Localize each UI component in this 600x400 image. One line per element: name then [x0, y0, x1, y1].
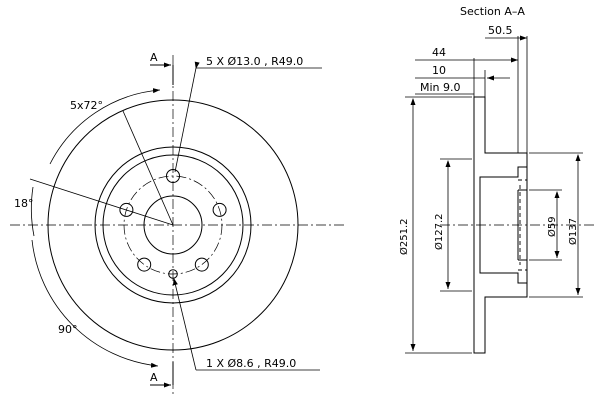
dim-44-label: 44: [432, 46, 446, 59]
disc-outer-edge: [47, 99, 299, 351]
section-mark-bottom: A: [150, 371, 158, 384]
dim-10-label: 10: [432, 64, 446, 77]
angle-5x72-arc: [49, 88, 161, 165]
bolt-holes: [119, 169, 227, 272]
front-view: A A 5 X Ø13.0 , R49.0 1 X Ø8.6 , R49.0 5…: [10, 51, 345, 395]
center-bore: [143, 195, 203, 255]
dim-127-label: Ø127.2: [433, 214, 445, 251]
bolt-hole: [137, 257, 152, 272]
dim-137-label: Ø137: [567, 218, 579, 245]
bolt-callout-leader: [174, 61, 200, 173]
angle-5x72-label: 5x72°: [70, 99, 103, 112]
angle-90-label: 90°: [58, 323, 78, 336]
bolt-pitch-circle: [123, 175, 223, 275]
angle-5x72-ray: [122, 110, 174, 226]
angle-18-ray: [29, 178, 174, 226]
bolt-hole: [166, 169, 180, 183]
bolt-hole: [212, 202, 227, 217]
angle-18-arc: [30, 186, 35, 237]
bolt-callout: 5 X Ø13.0 , R49.0: [206, 55, 303, 68]
dim-min-label: Min 9.0: [420, 81, 461, 94]
locator-callout: 1 X Ø8.6 , R49.0: [206, 357, 296, 370]
bolt-hole: [119, 202, 134, 217]
hat-inner-edge: [102, 154, 244, 296]
section-view: Section A–A 50.5 44 10 Min 9.0: [398, 5, 595, 354]
bolt-hole: [194, 257, 209, 272]
angle-18-label: 18°: [14, 197, 34, 210]
disc-section-profile: [473, 96, 528, 354]
section-title: Section A–A: [460, 5, 525, 18]
locator-callout-leader: [172, 278, 197, 371]
dim-50-5-label: 50.5: [488, 24, 513, 37]
angle-90-arc: [31, 239, 159, 368]
dim-251-label: Ø251.2: [398, 219, 410, 256]
dim-59-label: Ø59: [546, 216, 558, 237]
hat-outer-edge: [94, 146, 252, 304]
section-mark-top: A: [150, 51, 158, 64]
